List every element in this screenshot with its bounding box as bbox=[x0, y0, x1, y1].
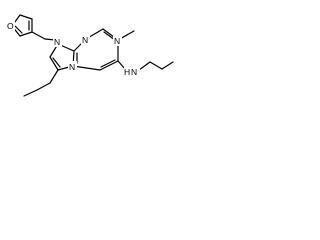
atom-label-n9: N bbox=[54, 37, 60, 47]
propyl-bond bbox=[36, 82, 51, 91]
bond bbox=[99, 60, 119, 71]
atom-label-n7: N bbox=[69, 62, 75, 72]
atom-label-amine-n: N bbox=[131, 67, 137, 77]
atom-label-n3: N bbox=[82, 35, 88, 45]
atom-label-amine-h: H bbox=[124, 67, 130, 77]
propyl-bond bbox=[149, 61, 163, 70]
double-bond bbox=[52, 57, 61, 68]
propyl-bond bbox=[161, 61, 174, 70]
double-bond bbox=[100, 59, 116, 68]
double-bond bbox=[14, 25, 23, 34]
atom-label-oxygen: O bbox=[7, 21, 14, 31]
pyrimidine-ring bbox=[72, 28, 119, 71]
atom-label-n1: N bbox=[114, 36, 120, 46]
propyl-bond bbox=[49, 69, 59, 84]
propyl-bond bbox=[23, 89, 38, 97]
bond bbox=[19, 31, 33, 37]
propyl-bond bbox=[138, 61, 151, 71]
structure-diagram: O N N N N H N bbox=[6, 14, 174, 97]
methylene-bond bbox=[31, 31, 46, 40]
bond bbox=[19, 14, 33, 20]
bond bbox=[72, 65, 101, 71]
bond bbox=[49, 56, 59, 71]
